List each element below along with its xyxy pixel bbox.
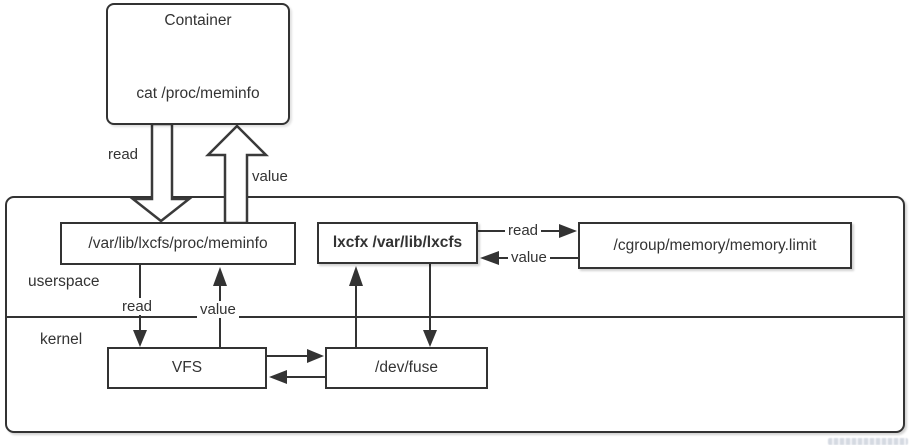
value-label-kernel: value — [197, 301, 239, 318]
cgroup-node: /cgroup/memory/memory.limit — [578, 222, 852, 269]
lxcfs-node-label: lxcfx /var/lib/lxcfs — [332, 234, 463, 252]
read-label-kernel: read — [119, 298, 156, 315]
read-label-cgroup: read — [505, 222, 542, 239]
meminfo-node: /var/lib/lxcfs/proc/meminfo — [60, 222, 296, 265]
read-label-container: read — [108, 146, 139, 163]
devfuse-node: /dev/fuse — [325, 347, 488, 389]
container-node-title: Container — [164, 12, 232, 29]
meminfo-node-label: /var/lib/lxcfs/proc/meminfo — [88, 234, 268, 252]
watermark — [828, 438, 908, 445]
value-label-container: value — [252, 168, 288, 185]
container-command-text: cat /proc/meminfo — [136, 85, 260, 102]
cgroup-node-label: /cgroup/memory/memory.limit — [613, 236, 817, 254]
kernel-region-label: kernel — [40, 331, 83, 348]
vfs-node: VFS — [107, 347, 267, 389]
userspace-kernel-divider — [7, 316, 903, 318]
container-node: Container cat /proc/meminfo — [106, 3, 290, 125]
lxcfs-node: lxcfx /var/lib/lxcfs — [317, 222, 478, 264]
vfs-node-label: VFS — [171, 359, 203, 377]
devfuse-node-label: /dev/fuse — [375, 359, 438, 377]
value-label-cgroup: value — [508, 249, 550, 266]
userspace-region-label: userspace — [28, 273, 100, 290]
